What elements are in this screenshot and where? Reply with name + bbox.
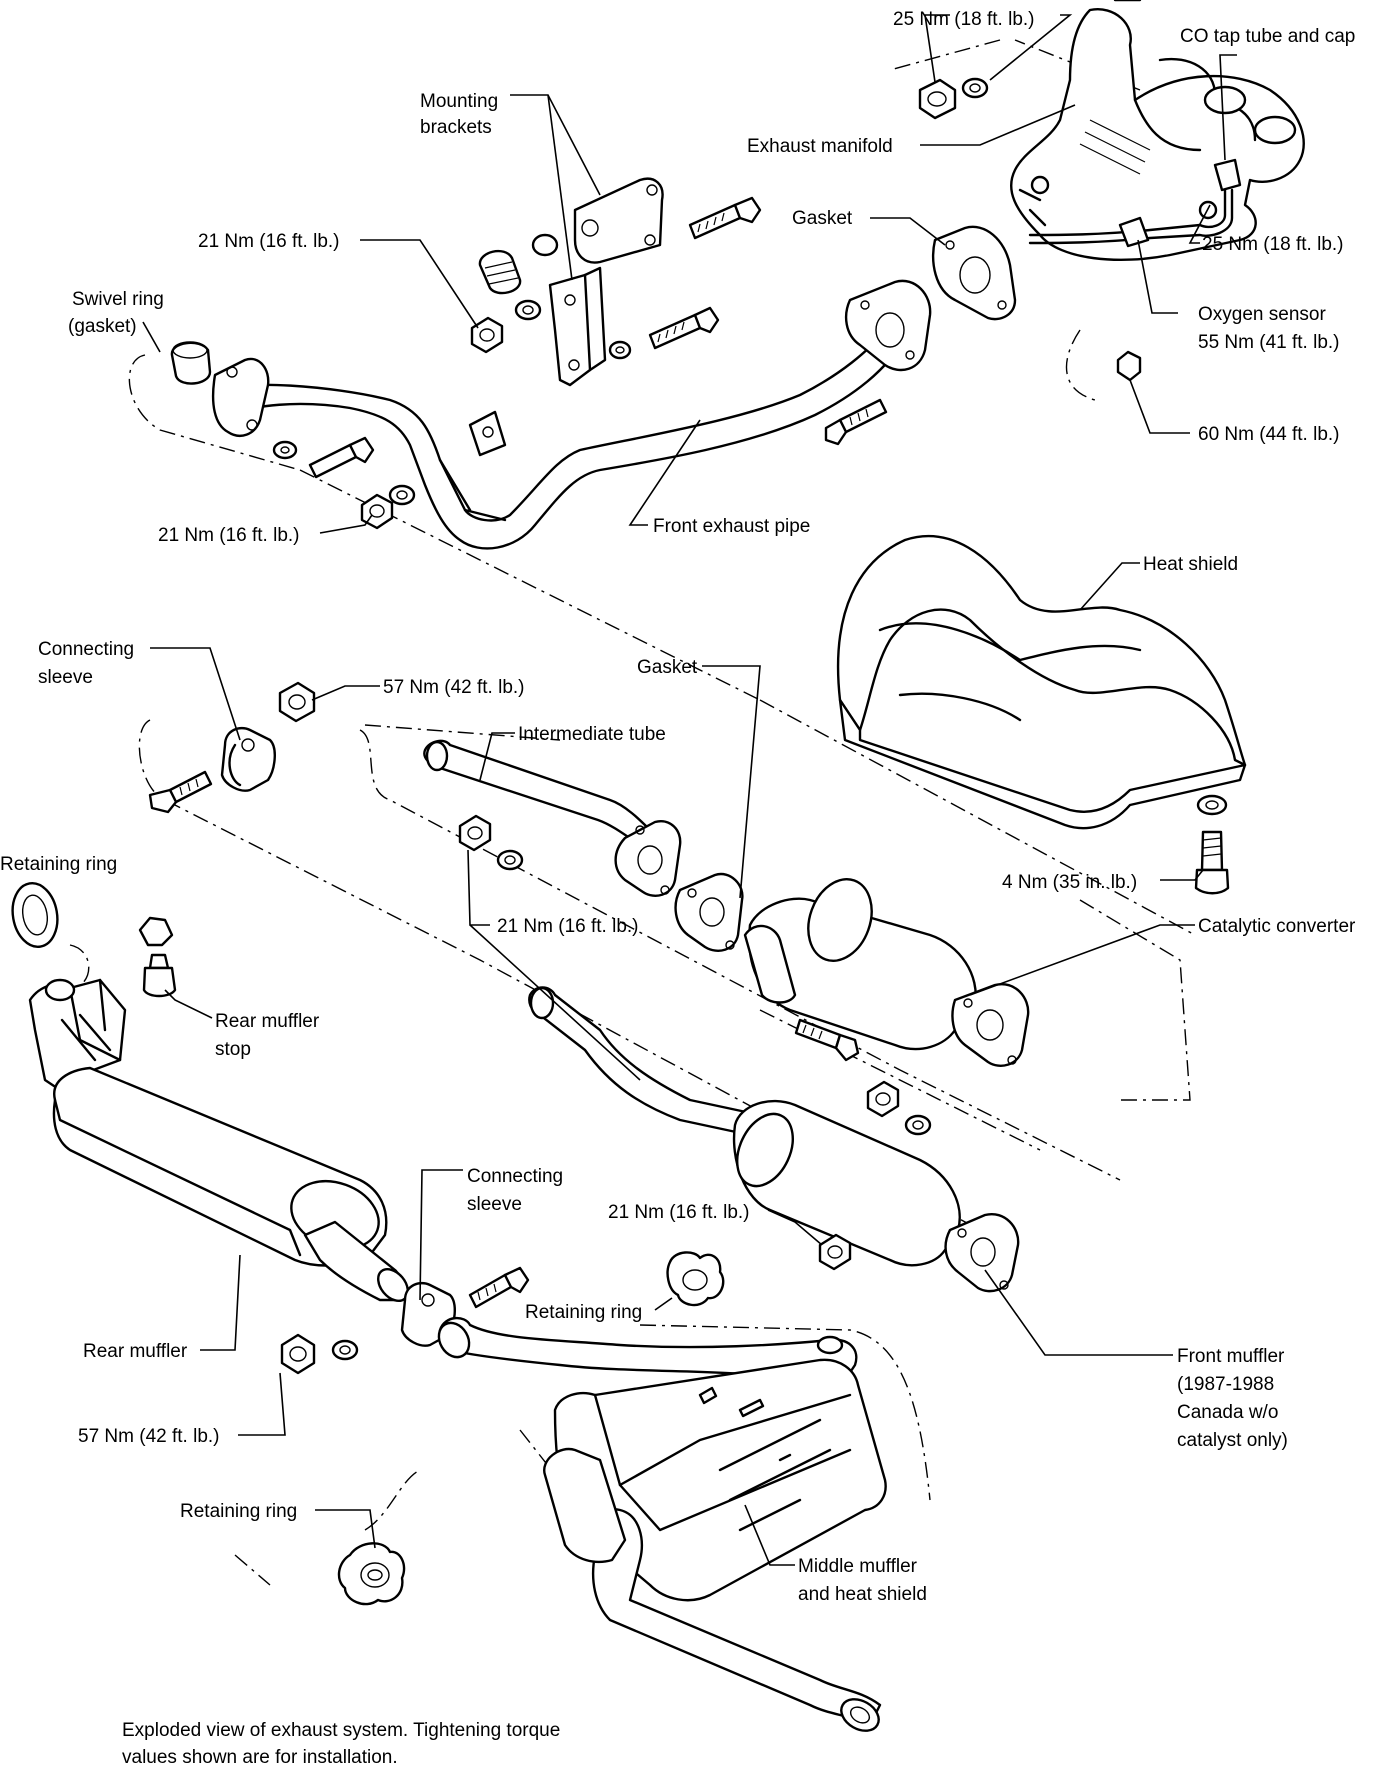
label-connecting-sleeve-2a: Connecting (467, 1166, 563, 1187)
front-exhaust-pipe (170, 279, 1142, 550)
label-rear-muffler-stop-2: stop (215, 1039, 251, 1060)
heat-shield (836, 534, 1247, 830)
label-torque-25-right: 25 Nm (18 ft. lb.) (1202, 234, 1344, 255)
label-torque-60: 60 Nm (44 ft. lb.) (1198, 424, 1340, 445)
label-mounting-brackets-2: brackets (420, 117, 492, 138)
label-torque-21-c: 21 Nm (16 ft. lb.) (497, 916, 639, 937)
label-gasket-upper: Gasket (792, 208, 853, 229)
manifold-gasket (932, 225, 1017, 321)
label-torque-57-a: 57 Nm (42 ft. lb.) (383, 677, 525, 698)
label-front-muffler-3: Canada w/o (1177, 1402, 1278, 1423)
label-retaining-ring-1: Retaining ring (0, 854, 117, 875)
retaining-ring-left (11, 882, 59, 948)
label-retaining-ring-2: Retaining ring (525, 1302, 642, 1323)
label-rear-muffler-stop-1: Rear muffler (215, 1011, 320, 1032)
label-front-exhaust-pipe: Front exhaust pipe (653, 516, 810, 537)
label-heat-shield: Heat shield (1143, 554, 1238, 575)
heat-shield-bolt (1194, 794, 1230, 895)
catalytic-gasket (674, 872, 744, 952)
assembly-centerlines (39, 39, 1196, 1586)
part-labels: 25 Nm (18 ft. lb.) CO tap tube and cap M… (0, 9, 1356, 1605)
leader-lines (142, 14, 1237, 1566)
label-middle-muffler-1: Middle muffler (798, 1556, 918, 1577)
rear-muffler (28, 978, 409, 1302)
front-muffler (528, 986, 1020, 1293)
exhaust-manifold (918, 0, 1305, 262)
label-swivel-ring-2: (gasket) (68, 316, 137, 337)
label-connecting-sleeve-1b: sleeve (38, 667, 93, 688)
caption-line-1: Exploded view of exhaust system. Tighten… (122, 1720, 560, 1741)
retaining-ring-lower (337, 1542, 406, 1606)
label-front-muffler-4: catalyst only) (1177, 1430, 1288, 1451)
label-torque-top: 25 Nm (18 ft. lb.) (893, 9, 1035, 30)
label-swivel-ring-1: Swivel ring (72, 289, 164, 310)
label-middle-muffler-2: and heat shield (798, 1584, 927, 1605)
middle-muffler (437, 1316, 887, 1732)
label-connecting-sleeve-1a: Connecting (38, 639, 134, 660)
label-torque-4: 4 Nm (35 in. lb.) (1002, 872, 1137, 893)
label-torque-57-b: 57 Nm (42 ft. lb.) (78, 1426, 220, 1447)
label-oxygen-sensor-2: 55 Nm (41 ft. lb.) (1198, 332, 1340, 353)
label-co-tap-tube: CO tap tube and cap (1180, 26, 1355, 47)
label-intermediate-tube: Intermediate tube (518, 724, 666, 745)
figure-caption: Exploded view of exhaust system. Tighten… (122, 1720, 560, 1768)
label-mounting-brackets-1: Mounting (420, 91, 498, 112)
label-torque-21-d: 21 Nm (16 ft. lb.) (608, 1202, 750, 1223)
catalytic-converter (743, 878, 1030, 1067)
label-oxygen-sensor-1: Oxygen sensor (1198, 304, 1326, 325)
label-gasket-middle: Gasket (637, 657, 698, 678)
label-torque-21-a: 21 Nm (16 ft. lb.) (198, 231, 340, 252)
label-rear-muffler: Rear muffler (83, 1341, 188, 1362)
connecting-sleeve-upper (148, 681, 316, 814)
rear-muffler-stop (138, 916, 177, 998)
label-connecting-sleeve-2b: sleeve (467, 1194, 522, 1215)
retaining-ring-middle (666, 1251, 725, 1307)
label-front-muffler-1: Front muffler (1177, 1346, 1285, 1367)
caption-line-2: values shown are for installation. (122, 1747, 398, 1768)
label-catalytic-converter: Catalytic converter (1198, 916, 1356, 937)
label-front-muffler-2: (1987-1988 (1177, 1374, 1274, 1395)
label-retaining-ring-3: Retaining ring (180, 1501, 297, 1522)
label-exhaust-manifold: Exhaust manifold (747, 136, 893, 157)
label-torque-21-b: 21 Nm (16 ft. lb.) (158, 525, 300, 546)
mounting-brackets (470, 177, 762, 387)
intermediate-tube (423, 739, 682, 897)
